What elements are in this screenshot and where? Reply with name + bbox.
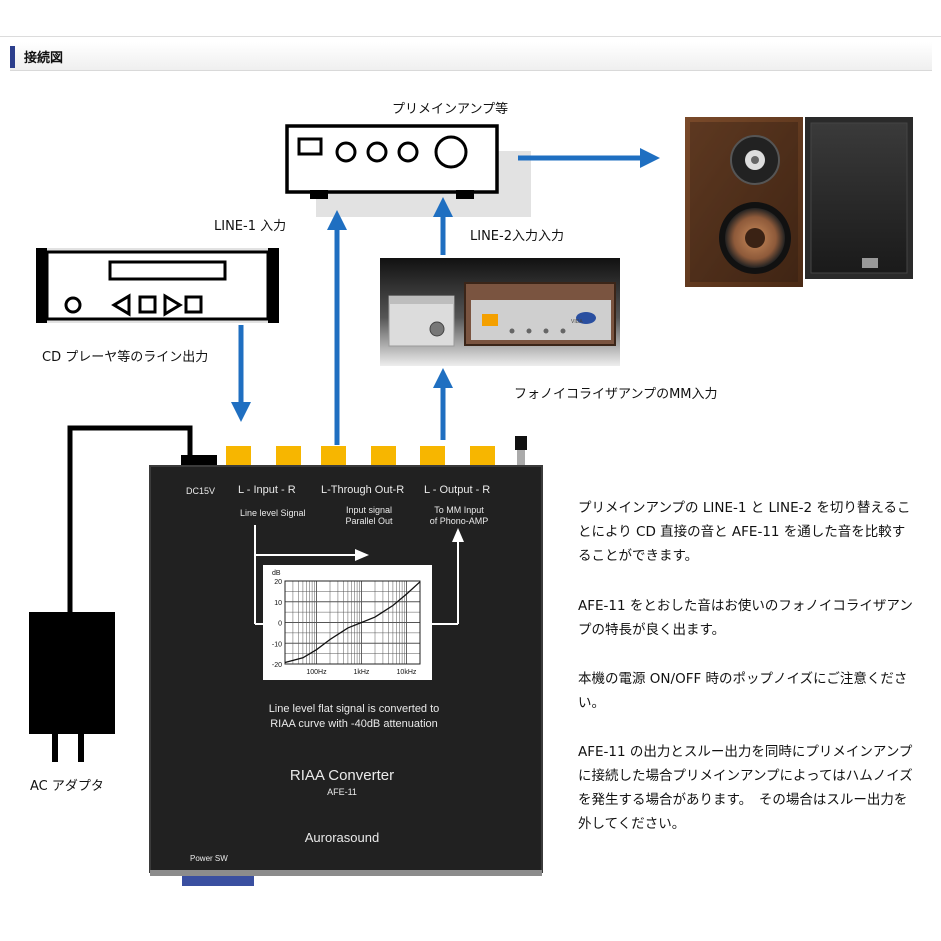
ac-adapter-icon bbox=[29, 425, 193, 762]
chart-series-riaa-curve bbox=[284, 581, 421, 664]
device-model: AFE-11 bbox=[327, 787, 357, 797]
chart-ylabel: dB bbox=[272, 570, 281, 577]
description-paragraph-1: プリメインアンプの LINE-1 と LINE-2 を切り替えることにより CD… bbox=[578, 500, 911, 564]
section-header-bar bbox=[10, 42, 932, 71]
device-description-2: RIAA curve with -40dB attenuation bbox=[270, 718, 438, 730]
top-divider bbox=[0, 36, 941, 37]
section-marker bbox=[10, 46, 15, 68]
chart-ytick-label: 10 bbox=[274, 600, 282, 607]
cd-label: CD プレーヤ等のライン出力 bbox=[42, 350, 209, 365]
description-paragraph-2: AFE-11 をとおした音はお使いのフォノイコライザアンプの特長が良く出ます。 bbox=[578, 598, 913, 638]
section-title: 接続図 bbox=[24, 51, 64, 66]
input-jacks-label: L - Input - R bbox=[238, 484, 296, 496]
ac-adapter-label: AC アダプタ bbox=[30, 779, 104, 794]
chart-ytick-label: -20 bbox=[272, 662, 282, 669]
chart-xtick-label: 1kHz bbox=[353, 669, 369, 676]
power-switch bbox=[182, 876, 254, 886]
output-jacks-label: L - Output - R bbox=[424, 484, 491, 496]
riaa-curve-chart: 20 10 0 -10 -20 dB 100Hz 1kHz 10kHz bbox=[263, 565, 432, 680]
device-description-1: Line level flat signal is converted to bbox=[268, 703, 440, 715]
speakers-icon bbox=[685, 117, 913, 287]
device-brand: Aurorasound bbox=[304, 830, 380, 845]
routing-lines bbox=[254, 525, 459, 625]
chart-ytick-label: 0 bbox=[278, 621, 282, 628]
line2-label: LINE-2入力入力 bbox=[470, 229, 564, 244]
preamp-label: プリメインアンプ等 bbox=[392, 102, 509, 117]
device-name: RIAA Converter bbox=[289, 767, 395, 784]
description-paragraph-4: AFE-11 の出力とスルー出力を同時にプリメインアンプに接続した場合プリメイン… bbox=[578, 744, 913, 832]
chart-xtick-label: 10kHz bbox=[397, 669, 417, 676]
dc-jack bbox=[181, 455, 217, 467]
rca-jacks bbox=[226, 446, 495, 466]
chart-frame bbox=[284, 580, 421, 665]
dc15v-label: DC15V bbox=[186, 486, 216, 496]
line1-label: LINE-1 入力 bbox=[214, 219, 287, 234]
chart-xtick-label: 100Hz bbox=[306, 669, 327, 676]
cd-player-icon bbox=[36, 248, 279, 323]
line-level-label: Line level Signal bbox=[240, 508, 306, 518]
power-switch-label: Power SW bbox=[190, 854, 228, 863]
description-paragraph-3: 本機の電源 ON/OFF 時のポップノイズにご注意ください。 bbox=[578, 671, 908, 711]
arrowhead-output bbox=[452, 528, 464, 542]
vida-brand: VIDA bbox=[571, 319, 583, 325]
power-plug-icon bbox=[515, 436, 527, 450]
afe11-device-edge bbox=[150, 870, 542, 876]
power-plug-pin bbox=[517, 450, 525, 466]
arrowhead-through bbox=[355, 549, 369, 561]
through-jacks-label: L-Through Out-R bbox=[321, 484, 405, 496]
phono-amp-icon bbox=[380, 258, 620, 366]
signal-arrows bbox=[231, 148, 660, 445]
phono-label: フォノイコライザアンプのMM入力 bbox=[514, 387, 718, 402]
premain-amp-icon bbox=[285, 124, 531, 217]
chart-ytick-label: 20 bbox=[274, 579, 282, 586]
chart-ytick-label: -10 bbox=[272, 641, 282, 648]
